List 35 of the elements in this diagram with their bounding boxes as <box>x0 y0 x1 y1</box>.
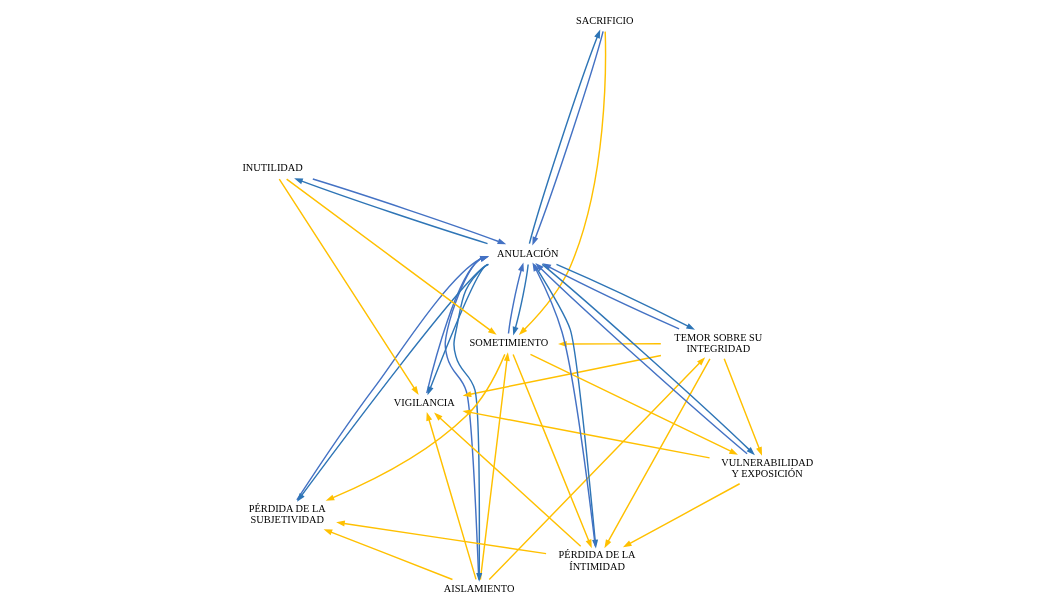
arrow <box>461 409 710 459</box>
node-text: PÉRDIDA DE LA SUBJETIVIDAD <box>248 502 326 526</box>
arrow <box>529 353 738 455</box>
arrow <box>488 357 705 581</box>
arrow <box>335 520 547 555</box>
arrow <box>311 178 506 245</box>
arrow <box>425 412 477 581</box>
node-text: TEMOR SOBRE SU INTEGRIDAD <box>673 331 762 355</box>
node-text: INUTILIDAD <box>241 162 303 174</box>
arrow <box>541 263 680 330</box>
arrow <box>444 255 489 581</box>
node-text: SACRIFICIO <box>575 14 634 26</box>
node-text: SOMETIMIENTO <box>469 337 548 349</box>
arrow <box>555 263 695 330</box>
arrow <box>511 353 592 549</box>
arrow <box>285 178 497 335</box>
arrow <box>603 358 711 549</box>
arrow <box>479 352 510 581</box>
arrow <box>325 353 506 501</box>
arrow <box>278 178 419 395</box>
node-text: VIGILANCIA <box>393 397 455 409</box>
node-text: PÉRDIDA DE LA ÍNTIMIDAD <box>558 549 636 572</box>
arrow <box>518 30 606 335</box>
arrow <box>507 262 524 335</box>
arrow <box>462 354 662 398</box>
arrow <box>433 412 581 548</box>
arrow <box>293 178 488 245</box>
arrow <box>557 340 662 347</box>
arrow <box>723 358 762 456</box>
node-text: ANULACIÓN <box>496 247 559 259</box>
arrow <box>512 263 529 336</box>
node-text: VULNERABILIDAD Y EXPOSICIÓN <box>720 456 813 480</box>
node-text: AISLAMIENTO <box>443 583 514 595</box>
arrow <box>622 483 740 548</box>
arrow <box>323 529 453 581</box>
